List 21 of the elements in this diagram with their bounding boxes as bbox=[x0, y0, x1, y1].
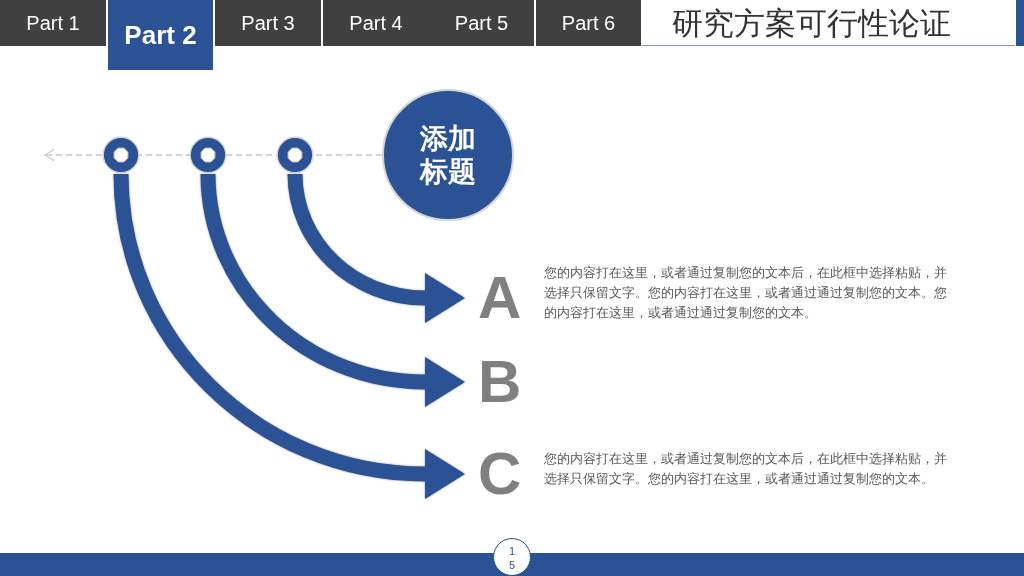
section-letter: A bbox=[478, 268, 522, 328]
heading: 添加标题 bbox=[418, 122, 477, 188]
tab: Part 1 bbox=[0, 0, 106, 46]
arrow bbox=[287, 173, 465, 323]
section-letter: C bbox=[478, 444, 522, 504]
section-letter: B bbox=[478, 352, 522, 412]
description-text: 您的内容打在这里，或者通过复制您的文本后，在此框中选择粘贴，并选择只保留文字。您的内容打在这里，或者通过通过复制您的文本。您的内容打在这里，或者通过通过复制您的文本。 bbox=[544, 264, 948, 322]
arrow bbox=[200, 173, 465, 407]
ring-marker bbox=[189, 136, 227, 174]
arrow bbox=[113, 173, 465, 499]
tab: Part 5 bbox=[429, 0, 534, 46]
tab: Part 6 bbox=[536, 0, 641, 46]
page-number: 15 bbox=[493, 538, 531, 576]
slide-title: 研究方案可行性论证 bbox=[642, 0, 1015, 46]
selected-tab: Part 2 bbox=[108, 0, 213, 70]
ring-marker bbox=[102, 136, 140, 174]
tab: Part 4 bbox=[323, 0, 429, 46]
description-text: 您的内容打在这里，或者通过复制您的文本后，在此框中选择粘贴，并选择只保留文字。您的内容打在这里，或者通过通过复制您的文本。 bbox=[544, 450, 948, 488]
tab: Part 3 bbox=[215, 0, 321, 46]
ring-marker bbox=[276, 136, 314, 174]
dashed-arrow bbox=[44, 148, 383, 162]
